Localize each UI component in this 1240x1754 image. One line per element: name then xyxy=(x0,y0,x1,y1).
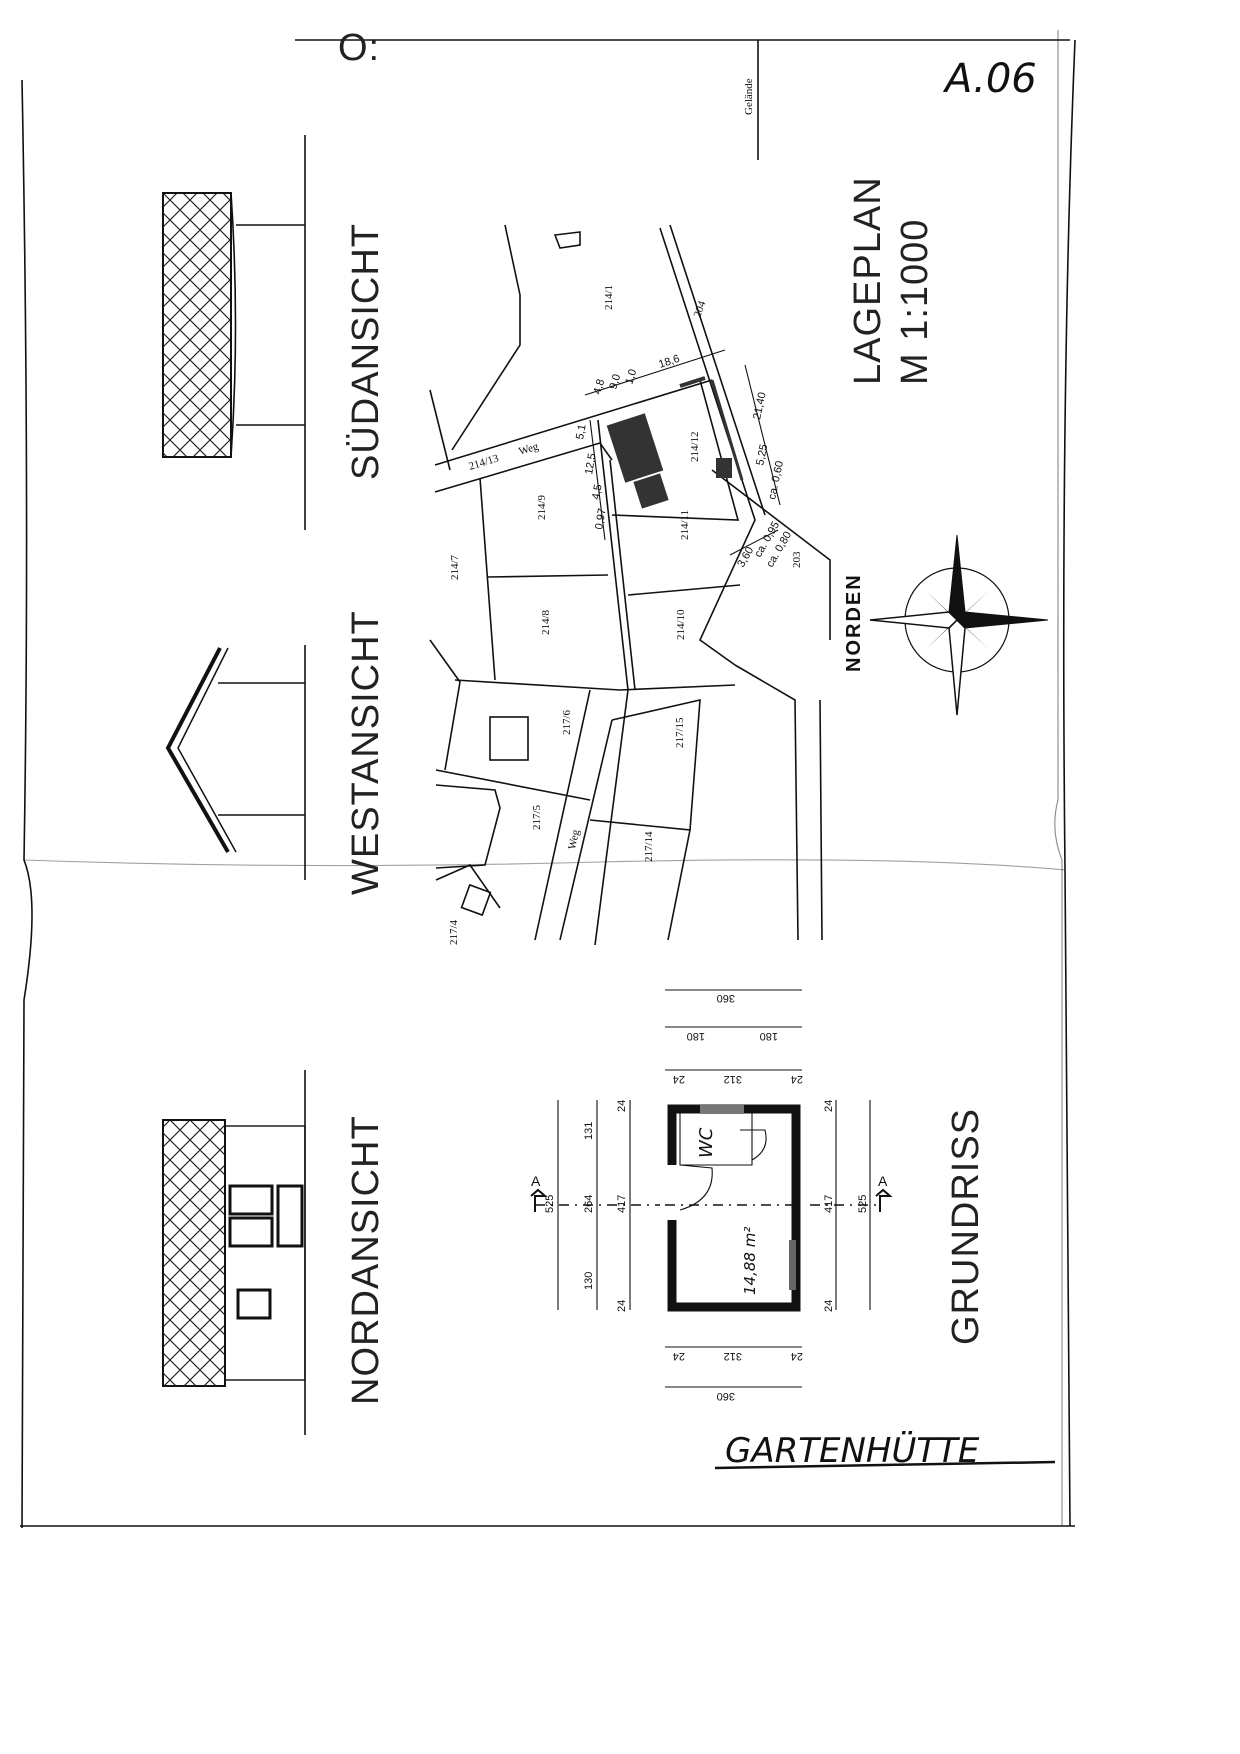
svg-text:5,25: 5,25 xyxy=(754,443,770,466)
svg-text:203: 203 xyxy=(791,551,803,568)
svg-text:24: 24 xyxy=(673,1350,685,1362)
svg-text:24: 24 xyxy=(616,1100,628,1112)
floor-plan xyxy=(535,989,880,1388)
svg-text:360: 360 xyxy=(717,1390,735,1402)
svg-text:24: 24 xyxy=(791,1350,803,1362)
svg-text:180: 180 xyxy=(687,1030,705,1042)
floorplan-dimensions: 360 180 180 24 312 24 525 131 264 130 24… xyxy=(544,992,869,1402)
site-plan xyxy=(429,224,831,946)
siteplan-title: LAGEPLAN xyxy=(847,176,889,385)
svg-text:4,8: 4,8 xyxy=(591,378,607,396)
svg-text:525: 525 xyxy=(544,1195,556,1213)
north-label: NORDEN xyxy=(843,573,865,672)
svg-text:5,1: 5,1 xyxy=(574,423,588,440)
svg-text:217/6: 217/6 xyxy=(561,709,573,735)
svg-text:214/7: 214/7 xyxy=(449,554,461,580)
svg-text:214/9: 214/9 xyxy=(536,494,548,520)
svg-text:Weg: Weg xyxy=(517,440,540,457)
north-view-title: NORDANSICHT xyxy=(345,1115,387,1405)
svg-text:525: 525 xyxy=(857,1195,869,1213)
parcel-labels: 214/1 204 214/12 214/13 Weg 214/9 214/11… xyxy=(448,285,803,945)
svg-text:217/15: 217/15 xyxy=(674,717,686,748)
svg-text:Weg: Weg xyxy=(566,828,582,850)
svg-text:24: 24 xyxy=(823,1300,835,1312)
sheet-number: A.06 xyxy=(942,56,1037,102)
sheet-frame xyxy=(20,30,1076,1529)
terrain-label: Gelände xyxy=(743,78,755,115)
svg-text:214/10: 214/10 xyxy=(675,609,687,640)
svg-text:130: 130 xyxy=(583,1272,595,1290)
svg-text:417: 417 xyxy=(823,1195,835,1213)
section-marker-right: A xyxy=(875,1173,893,1212)
svg-text:214/1: 214/1 xyxy=(603,285,615,310)
svg-text:360: 360 xyxy=(717,992,735,1004)
svg-text:217/5: 217/5 xyxy=(531,804,543,830)
svg-text:214/12: 214/12 xyxy=(689,431,701,462)
room-area: 14,88 m² xyxy=(741,1227,759,1295)
svg-text:ca. 0,60: ca. 0,60 xyxy=(766,460,786,501)
north-elevation xyxy=(162,1070,306,1435)
svg-text:217/4: 217/4 xyxy=(448,919,460,945)
svg-text:214/13: 214/13 xyxy=(467,452,500,473)
svg-text:21,40: 21,40 xyxy=(751,391,768,420)
west-elevation xyxy=(165,645,306,880)
svg-text:1,0: 1,0 xyxy=(623,368,639,386)
svg-text:204: 204 xyxy=(692,299,709,319)
siteplan-scale: M 1:1000 xyxy=(894,219,936,385)
south-view-title: SÜDANSICHT xyxy=(345,223,387,480)
svg-text:24: 24 xyxy=(673,1073,685,1085)
svg-text:24: 24 xyxy=(616,1300,628,1312)
west-view-title: WESTANSICHT xyxy=(345,610,387,895)
svg-text:417: 417 xyxy=(616,1195,628,1213)
section-marker-left: A xyxy=(530,1173,548,1212)
svg-text:12,5: 12,5 xyxy=(583,452,599,475)
svg-text:264: 264 xyxy=(583,1195,595,1213)
compass-rose-icon xyxy=(869,534,1049,716)
svg-text:0,97: 0,97 xyxy=(593,507,609,530)
svg-text:217/14: 217/14 xyxy=(643,831,655,862)
svg-text:3,60: 3,60 xyxy=(735,545,756,570)
title-underline xyxy=(714,1460,1056,1470)
south-elevation xyxy=(162,135,306,530)
svg-text:A: A xyxy=(531,1173,541,1189)
corner-mark: O: xyxy=(338,27,380,69)
svg-text:312: 312 xyxy=(724,1073,742,1085)
svg-text:180: 180 xyxy=(760,1030,778,1042)
svg-text:214/8: 214/8 xyxy=(540,609,552,635)
svg-text:4,5: 4,5 xyxy=(590,483,604,500)
svg-text:24: 24 xyxy=(791,1073,803,1085)
svg-text:214/11: 214/11 xyxy=(679,510,691,540)
svg-text:312: 312 xyxy=(724,1350,742,1362)
svg-text:24: 24 xyxy=(823,1100,835,1112)
svg-text:A: A xyxy=(878,1173,888,1189)
svg-text:9,0: 9,0 xyxy=(607,373,623,391)
svg-text:131: 131 xyxy=(583,1122,595,1140)
room-label-wc: WC xyxy=(696,1127,717,1158)
floorplan-title: GRUNDRISS xyxy=(945,1108,987,1345)
